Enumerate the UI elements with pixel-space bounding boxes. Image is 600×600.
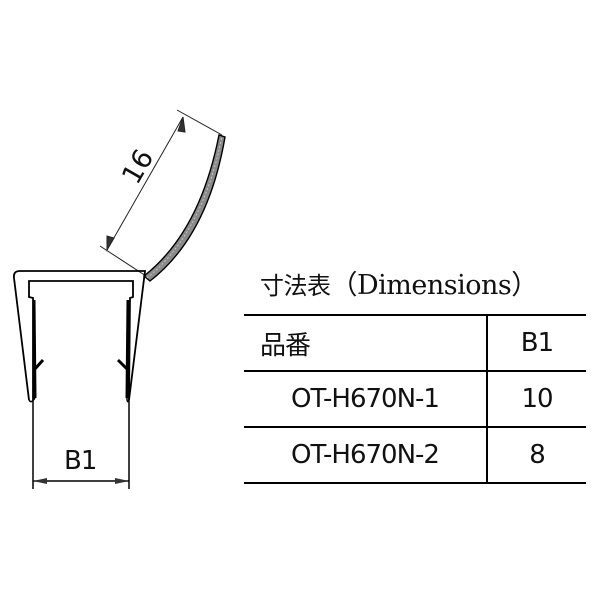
table-row: OT-H670N-2 8: [244, 426, 586, 484]
cell-b1: 8: [487, 426, 586, 484]
u-channel-profile: [12, 270, 147, 403]
cell-part-number: OT-H670N-2: [244, 426, 488, 484]
cell-part-number: OT-H670N-1: [244, 370, 488, 427]
dimension-b1-label: B1: [64, 446, 97, 476]
table-title-jp: 寸法表: [260, 272, 331, 300]
dimension-b1: [32, 400, 130, 489]
table-row: OT-H670N-1 10: [244, 370, 586, 427]
dimensions-table-block: 寸法表（Dimensions） 品番 B1 OT-H670N-1 10 OT-H…: [244, 262, 586, 484]
cell-b1: 10: [487, 370, 586, 427]
fin-seal: [142, 134, 226, 282]
dimensions-table: 品番 B1 OT-H670N-1 10 OT-H670N-2 8: [244, 314, 586, 484]
dimension-16-label: 16: [116, 144, 160, 189]
header-part-number: 品番: [244, 314, 488, 371]
header-b1: B1: [487, 314, 586, 371]
table-title: 寸法表（Dimensions）: [244, 262, 586, 314]
table-header-row: 品番 B1: [244, 314, 586, 371]
table-title-en: （Dimensions）: [330, 270, 539, 301]
dimension-16: [99, 109, 223, 277]
